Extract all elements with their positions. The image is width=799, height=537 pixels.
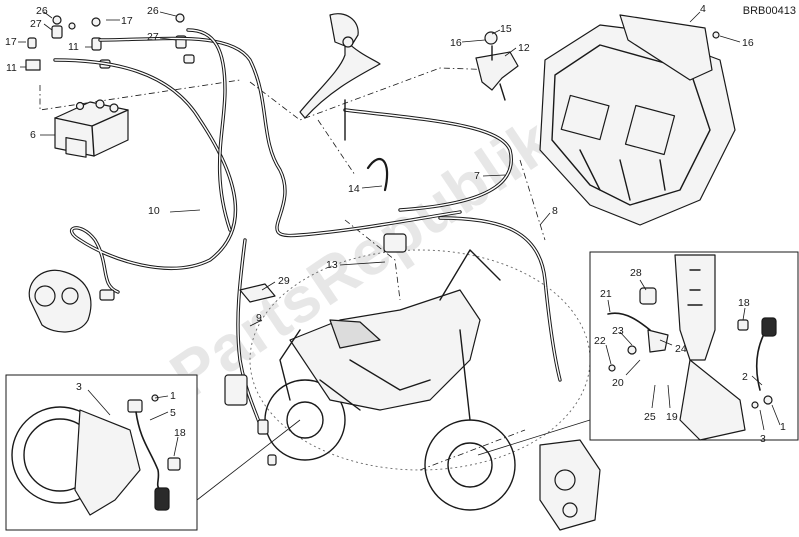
- abs-fittings: [25, 13, 195, 71]
- callout-21: 21: [600, 288, 612, 300]
- callout-16: 16: [742, 37, 754, 49]
- diagram-code: BRB00413: [743, 5, 796, 17]
- callout-27: 27: [30, 18, 42, 30]
- callout-18: 18: [738, 297, 750, 309]
- callout-4: 4: [700, 3, 706, 15]
- callout-13: 13: [326, 259, 338, 271]
- inset-rear-wheel-sensor: [5, 374, 198, 531]
- callout-26: 26: [36, 5, 48, 17]
- callout-9: 9: [256, 312, 262, 324]
- callout-25: 25: [644, 411, 656, 423]
- inset-front-wheel-sensor: [589, 251, 799, 441]
- callout-11: 11: [68, 41, 79, 53]
- callout-3: 3: [76, 381, 82, 393]
- callout-1: 1: [170, 390, 176, 402]
- motorcycle-outline: [249, 233, 591, 511]
- callout-2: 2: [742, 371, 748, 383]
- callout-23: 23: [612, 325, 624, 337]
- callout-12: 12: [518, 42, 530, 54]
- callout-11: 11: [6, 62, 17, 74]
- callout-3: 3: [760, 433, 766, 445]
- callout-26: 26: [147, 5, 159, 17]
- callout-5: 5: [170, 407, 176, 419]
- callout-16: 16: [450, 37, 462, 49]
- callout-labels: 26 27 17 17 11 11 6 26 27 10 15 16 12 4 …: [5, 3, 786, 445]
- sensor-bracket-12: [475, 31, 519, 101]
- callout-28: 28: [630, 267, 642, 279]
- callout-leaders: [18, 11, 781, 457]
- callout-15: 15: [500, 23, 512, 35]
- callout-18: 18: [174, 427, 186, 439]
- assembly-guide-lines: [39, 67, 546, 501]
- abs-control-unit: [54, 99, 129, 158]
- rear-brake-sensor-parts: [224, 283, 277, 466]
- callout-29: 29: [278, 275, 290, 287]
- rear-brake-caliper: [28, 269, 115, 333]
- callout-10: 10: [148, 205, 160, 217]
- callout-24: 24: [675, 343, 687, 355]
- callout-22: 22: [594, 335, 606, 347]
- callout-20: 20: [612, 377, 624, 389]
- callout-8: 8: [552, 205, 558, 217]
- electronics-tray: [539, 14, 736, 226]
- callout-17: 17: [5, 36, 17, 48]
- callout-17: 17: [121, 15, 133, 27]
- brake-hoses: [53, 28, 562, 432]
- callout-7: 7: [474, 170, 480, 182]
- callout-6: 6: [30, 129, 36, 141]
- callout-14: 14: [348, 183, 360, 195]
- front-brake-caliper: [539, 439, 601, 531]
- front-brake-lever: [299, 13, 381, 141]
- callout-27: 27: [147, 31, 159, 43]
- callout-19: 19: [666, 411, 678, 423]
- callout-1: 1: [780, 421, 786, 433]
